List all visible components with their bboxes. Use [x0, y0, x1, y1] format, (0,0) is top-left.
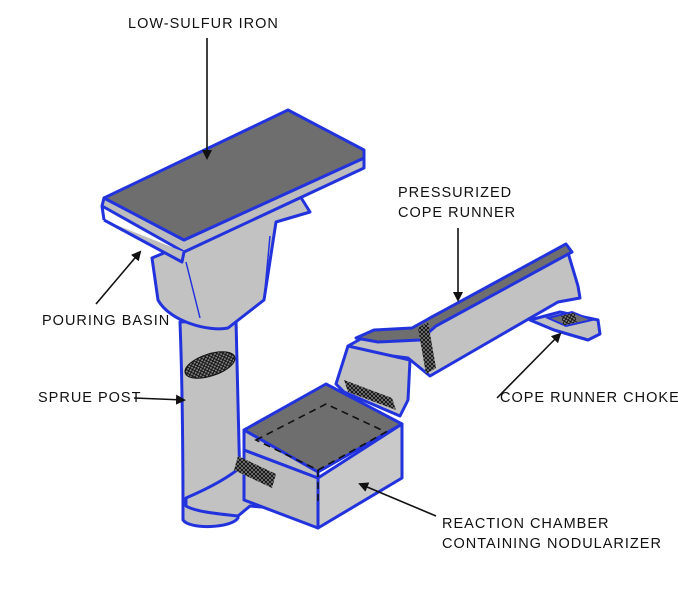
label-cope-runner-choke: COPE RUNNER CHOKE: [500, 390, 678, 406]
cope-runner: [334, 242, 602, 418]
arrow-pouring-basin: [95, 250, 142, 305]
reaction-chamber: [184, 382, 404, 530]
pouring-basin: [100, 108, 366, 331]
sprue-post: [178, 318, 242, 529]
inlet-screen: [234, 456, 276, 488]
sprue-filter-screen: [184, 351, 236, 379]
label-reaction-chamber: REACTION CHAMBER: [442, 516, 610, 532]
arrow-choke: [496, 332, 562, 399]
label-low-sulfur-iron: LOW-SULFUR IRON: [128, 16, 279, 32]
arrow-reaction-chamber: [358, 482, 437, 517]
choke-screen: [560, 312, 578, 326]
leg-screen: [344, 380, 396, 410]
runner-screen: [418, 322, 436, 374]
label-sprue-post: SPRUE POST: [38, 390, 142, 406]
label-pouring-basin: POURING BASIN: [42, 313, 171, 329]
label-containing-nodularizer: CONTAINING NODULARIZER: [442, 536, 662, 552]
arrow-sprue: [133, 394, 186, 405]
label-pressurized: PRESSURIZED: [398, 185, 513, 201]
label-cope-runner: COPE RUNNER: [398, 205, 517, 221]
leader-lines: [95, 38, 562, 517]
